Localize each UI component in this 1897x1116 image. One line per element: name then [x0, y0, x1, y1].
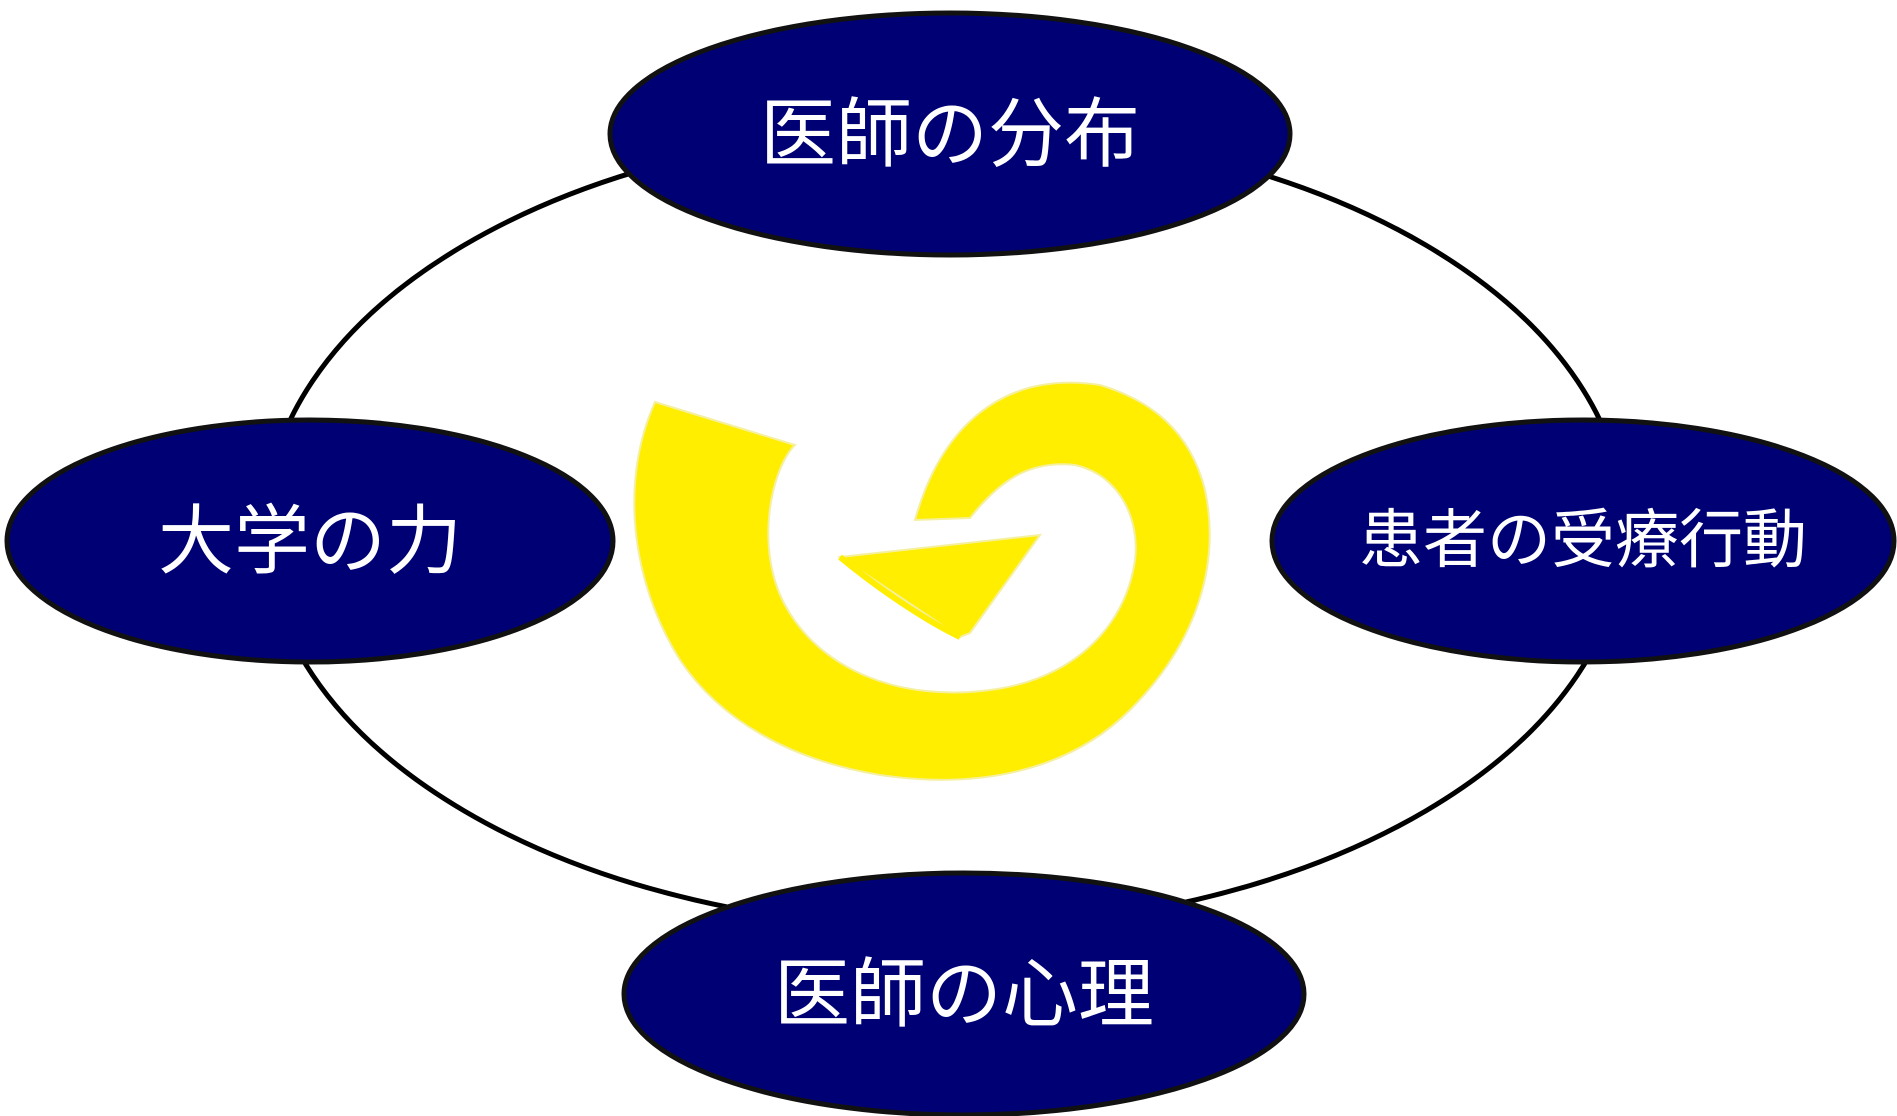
node-left-ellipse	[4, 417, 616, 665]
node-right-ellipse	[1269, 417, 1897, 665]
node-physician-distribution: 医師の分布	[607, 10, 1293, 258]
node-right-label: 患者の受療行動	[1359, 504, 1807, 578]
node-bottom-label: 医師の心理	[774, 950, 1154, 1039]
node-bottom-ellipse	[621, 870, 1307, 1116]
node-patient-behavior: 患者の受療行動	[1269, 417, 1897, 665]
spiral-arrow-icon	[633, 381, 1211, 781]
node-university-power: 大学の力	[4, 417, 616, 665]
node-top-ellipse	[607, 10, 1293, 258]
node-left-label: 大学の力	[158, 497, 462, 586]
node-top-label: 医師の分布	[760, 90, 1140, 179]
node-physician-psychology: 医師の心理	[621, 870, 1307, 1116]
